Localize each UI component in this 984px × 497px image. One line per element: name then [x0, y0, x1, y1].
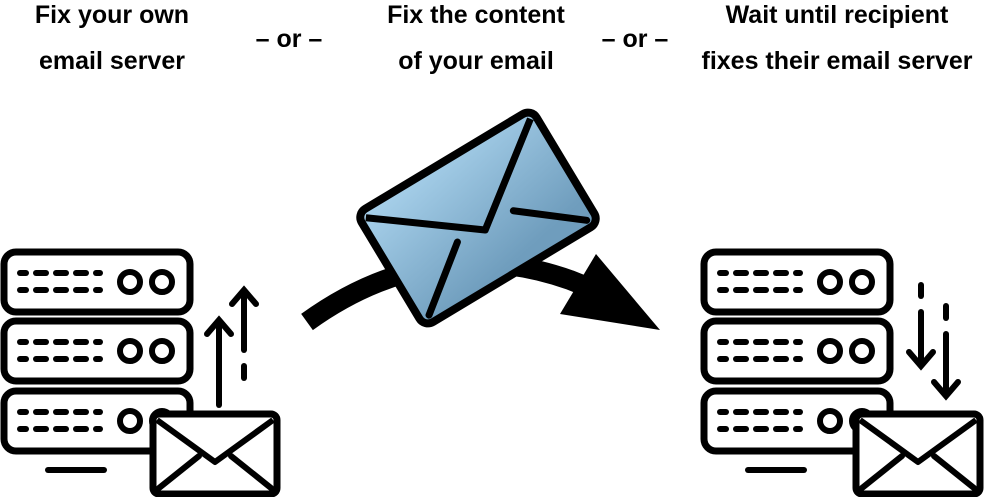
option-fix-own-server-label: Fix your own email server: [0, 0, 224, 84]
flying-envelope-icon: [356, 108, 600, 328]
option-label-line: of your email: [398, 47, 554, 75]
envelope-icon: [153, 414, 277, 494]
or-separator: – or –: [255, 25, 323, 53]
option-label-line: fixes their email server: [701, 47, 973, 75]
server-rack-icon: [704, 252, 890, 473]
server-rack-icon: [4, 252, 190, 473]
right-server-group: [704, 252, 980, 494]
upload-arrows-icon: [204, 285, 259, 408]
option-label-line: Fix your own: [34, 1, 190, 29]
option-label-line: Wait until recipient: [725, 1, 949, 29]
option-fix-email-content-label: Fix the content of your email: [346, 0, 606, 84]
option-label-line: email server: [39, 47, 185, 75]
left-server-group: [4, 252, 277, 494]
option-label-line: Fix the content: [387, 1, 565, 29]
download-arrows-icon: [906, 282, 961, 401]
or-separator: – or –: [601, 25, 669, 53]
option-wait-recipient-label: Wait until recipient fixes their email s…: [690, 0, 984, 84]
envelope-icon: [856, 414, 980, 494]
